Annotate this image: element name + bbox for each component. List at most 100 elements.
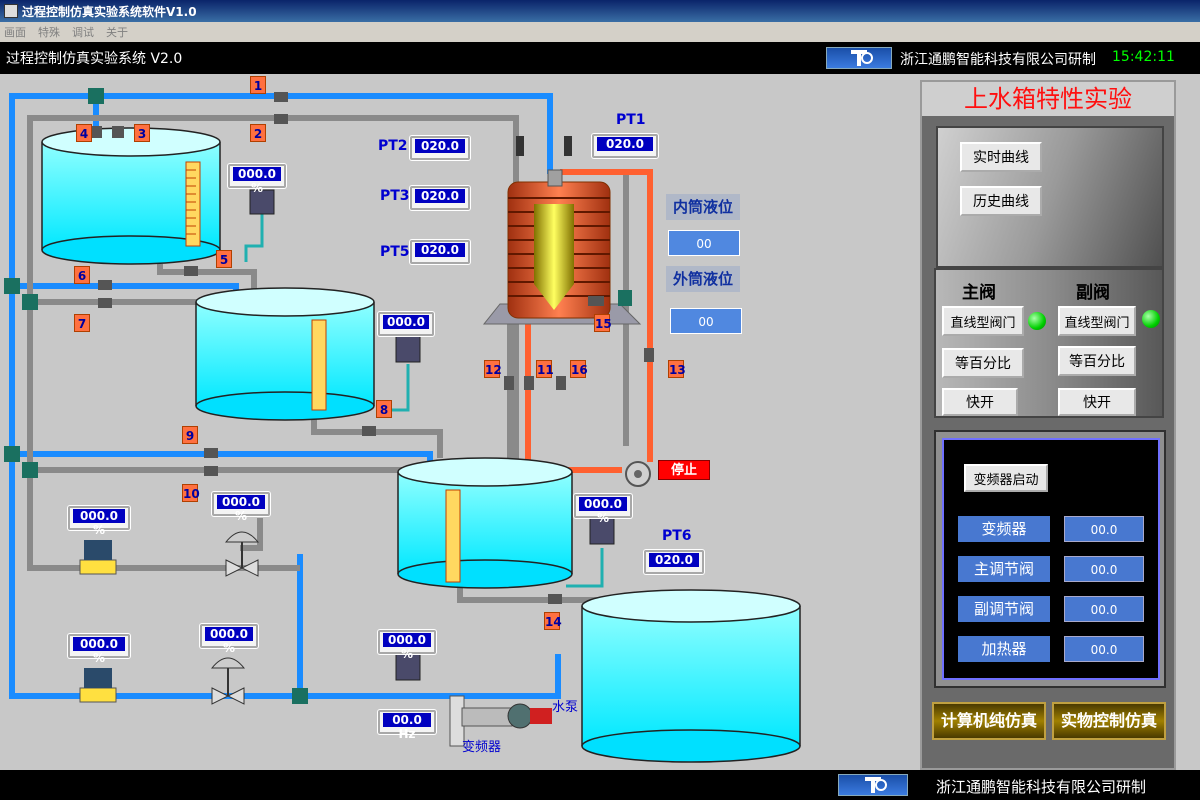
curve-section: 实时曲线 历史曲线 bbox=[936, 126, 1164, 268]
pt5-label: PT5 bbox=[380, 244, 410, 260]
menu-item-special[interactable]: 特殊 bbox=[38, 26, 60, 39]
sub-valve-led-icon bbox=[1142, 310, 1160, 328]
valve-number-2: 2 bbox=[250, 124, 266, 142]
valve-number-13: 13 bbox=[668, 360, 686, 378]
control-valve-1-display: 000.0 % bbox=[212, 492, 270, 523]
sub-equal-pct-button[interactable]: 等百分比 bbox=[1058, 346, 1136, 376]
valve-number-6: 6 bbox=[74, 266, 90, 284]
control-screen: 变频器启动 变频器 00.0 主调节阀 00.0 副调节阀 00.0 加热器 0… bbox=[942, 438, 1160, 680]
valve-number-16: 16 bbox=[570, 360, 588, 378]
menu-item-screen[interactable]: 画面 bbox=[4, 26, 26, 39]
lower-tank bbox=[397, 457, 573, 589]
manual-valves bbox=[90, 92, 654, 604]
pump-stop-button[interactable]: 停止 bbox=[658, 460, 710, 480]
control-label-main-valve: 主调节阀 bbox=[958, 556, 1050, 582]
reservoir-tank bbox=[581, 589, 801, 763]
main-equal-pct-button[interactable]: 等百分比 bbox=[942, 348, 1024, 378]
pt3-label: PT3 bbox=[380, 188, 410, 204]
logo-mark-icon bbox=[851, 50, 873, 66]
inverter-label: 变频器 bbox=[462, 740, 502, 755]
frequency-display: 00.0 Hz bbox=[378, 710, 436, 741]
control-label-inverter: 变频器 bbox=[958, 516, 1050, 542]
pipe-network bbox=[4, 88, 801, 763]
sub-quick-open-button[interactable]: 快开 bbox=[1058, 388, 1136, 416]
pt2-display: 020.0 bbox=[410, 136, 470, 160]
pump-flow-display: 000.0 % bbox=[378, 630, 436, 661]
valve-number-12: 12 bbox=[484, 360, 502, 378]
pt6-label: PT6 bbox=[662, 528, 692, 544]
computer-simulation-button[interactable]: 计算机纯仿真 bbox=[932, 702, 1046, 740]
valve-number-15: 15 bbox=[594, 314, 612, 332]
valve-number-1: 1 bbox=[250, 76, 266, 94]
experiment-panel: 上水箱特性实验 实时曲线 历史曲线 主阀 副阀 直线型阀门 直线型阀门 等百分比… bbox=[920, 80, 1176, 770]
inner-level-label: 内筒液位 bbox=[666, 194, 740, 220]
control-valve-2 bbox=[210, 657, 246, 705]
flow-meter-1-display: 000.0 % bbox=[68, 506, 130, 537]
pt1-display: 020.0 bbox=[592, 134, 658, 158]
control-valve-2-display: 000.0 % bbox=[200, 624, 258, 655]
valve-number-5: 5 bbox=[216, 250, 232, 268]
water-pump bbox=[449, 695, 552, 747]
footer-company: 浙江通鹏智能科技有限公司研制 bbox=[936, 778, 1147, 796]
upper-tank-level-display: 000.0 % bbox=[228, 164, 286, 195]
main-linear-valve-button[interactable]: 直线型阀门 bbox=[942, 306, 1024, 336]
control-value-heater[interactable]: 00.0 bbox=[1064, 636, 1144, 662]
control-label-heater: 加热器 bbox=[958, 636, 1050, 662]
history-curve-button[interactable]: 历史曲线 bbox=[960, 186, 1042, 216]
flow-meter-2-display: 000.0 % bbox=[68, 634, 130, 665]
valve-number-14: 14 bbox=[544, 612, 562, 630]
header-company: 浙江通鹏智能科技有限公司研制 bbox=[900, 52, 1096, 68]
pt2-label: PT2 bbox=[378, 138, 408, 154]
menu-bar: 画面 特殊 调试 关于 bbox=[0, 22, 1200, 42]
heater-vessel bbox=[482, 136, 642, 325]
menu-item-about[interactable]: 关于 bbox=[106, 26, 128, 39]
header-bar: 过程控制仿真实验系统 V2.0 浙江通鹏智能科技有限公司研制 15:42:11 bbox=[0, 42, 1200, 74]
main-valve-led-icon bbox=[1028, 312, 1046, 330]
valve-number-4: 4 bbox=[76, 124, 92, 142]
control-value-inverter[interactable]: 00.0 bbox=[1064, 516, 1144, 542]
middle-tank bbox=[195, 287, 375, 421]
control-value-main-valve[interactable]: 00.0 bbox=[1064, 556, 1144, 582]
main-valve-heading: 主阀 bbox=[962, 283, 996, 303]
menu-item-debug[interactable]: 调试 bbox=[72, 26, 94, 39]
pipe-tees bbox=[4, 88, 632, 704]
flow-meter-1 bbox=[79, 540, 117, 575]
outer-level-label: 外筒液位 bbox=[666, 266, 740, 292]
realtime-curve-button[interactable]: 实时曲线 bbox=[960, 142, 1042, 172]
valve-type-section: 主阀 副阀 直线型阀门 直线型阀门 等百分比 等百分比 快开 快开 bbox=[934, 268, 1164, 418]
window-title: 过程控制仿真实验系统软件V1.0 bbox=[22, 4, 197, 19]
circulation-pump bbox=[625, 461, 651, 487]
footer-bar: 浙江通鹏智能科技有限公司研制 bbox=[0, 770, 1200, 800]
control-valve-1 bbox=[224, 531, 260, 577]
valve-number-8: 8 bbox=[376, 400, 392, 418]
main-quick-open-button[interactable]: 快开 bbox=[942, 388, 1018, 416]
control-section: 变频器启动 变频器 00.0 主调节阀 00.0 副调节阀 00.0 加热器 0… bbox=[934, 430, 1166, 688]
flow-meter-2 bbox=[79, 668, 117, 703]
valve-number-3: 3 bbox=[134, 124, 150, 142]
middle-tank-level-display: 000.0 bbox=[378, 312, 434, 336]
sub-linear-valve-button[interactable]: 直线型阀门 bbox=[1058, 306, 1136, 336]
valve-number-10: 10 bbox=[182, 484, 200, 502]
company-logo bbox=[826, 47, 892, 69]
inverter-start-button[interactable]: 变频器启动 bbox=[964, 464, 1048, 492]
water-pump-label: 水泵 bbox=[552, 700, 579, 715]
outer-level-value: 00 bbox=[670, 308, 742, 334]
lower-tank-level-display: 000.0 % bbox=[574, 494, 632, 525]
footer-logo bbox=[838, 774, 908, 796]
control-value-sub-valve[interactable]: 00.0 bbox=[1064, 596, 1144, 622]
valve-number-7: 7 bbox=[74, 314, 90, 332]
app-icon bbox=[4, 4, 18, 18]
experiment-title: 上水箱特性实验 bbox=[922, 82, 1174, 116]
system-name: 过程控制仿真实验系统 V2.0 bbox=[6, 51, 183, 67]
clock: 15:42:11 bbox=[1112, 49, 1175, 65]
logo-mark-icon bbox=[865, 777, 887, 793]
valve-number-11: 11 bbox=[536, 360, 554, 378]
inner-level-value: 00 bbox=[668, 230, 740, 256]
pt6-display: 020.0 bbox=[644, 550, 704, 574]
upper-tank bbox=[41, 127, 221, 265]
pt3-display: 020.0 bbox=[410, 186, 470, 210]
title-bar: 过程控制仿真实验系统软件V1.0 bbox=[0, 0, 1200, 22]
control-label-sub-valve: 副调节阀 bbox=[958, 596, 1050, 622]
physical-control-button[interactable]: 实物控制仿真 bbox=[1052, 702, 1166, 740]
